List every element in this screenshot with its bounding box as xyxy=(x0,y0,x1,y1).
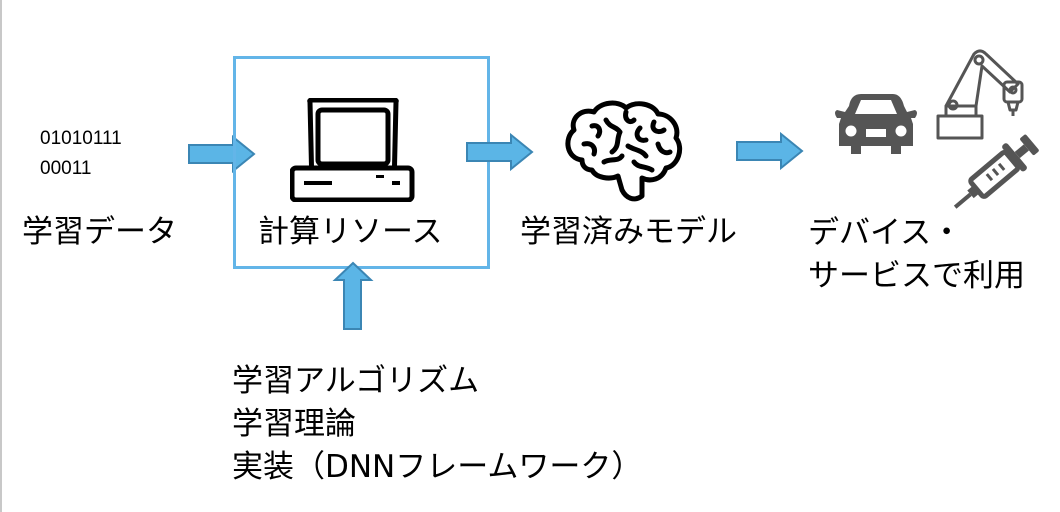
arrow-right-2 xyxy=(466,132,534,172)
training-data-label: 学習データ xyxy=(22,214,177,250)
binary-data: 01010111 00011 xyxy=(40,124,122,184)
trained-model-label: 学習済みモデル xyxy=(520,214,737,250)
compute-resource-label: 計算リソース xyxy=(258,214,443,250)
arrow-up xyxy=(332,261,374,330)
usage-label: デバイス・ サービスで利用 xyxy=(808,212,1025,298)
robot-arm-icon xyxy=(936,49,1024,140)
binary-line-1: 01010111 xyxy=(40,128,122,149)
inputs-list: 学習アルゴリズム 学習理論 実装（DNNフレームワーク） xyxy=(232,360,642,489)
input-item-implementation: 実装（DNNフレームワーク） xyxy=(232,449,643,485)
computer-icon xyxy=(290,98,415,202)
arrow-right-3 xyxy=(736,131,804,171)
binary-line-2: 00011 xyxy=(40,158,92,179)
brain-icon xyxy=(565,100,683,202)
compute-resource-box xyxy=(233,56,490,269)
input-item-algorithm: 学習アルゴリズム xyxy=(232,363,480,399)
car-icon xyxy=(835,94,917,154)
input-item-theory: 学習理論 xyxy=(232,406,356,442)
slide-left-border xyxy=(0,0,2,512)
usage-label-line-1: デバイス・ xyxy=(808,215,963,251)
usage-label-line-2: サービスで利用 xyxy=(808,258,1025,294)
syringe-icon xyxy=(953,134,1039,209)
